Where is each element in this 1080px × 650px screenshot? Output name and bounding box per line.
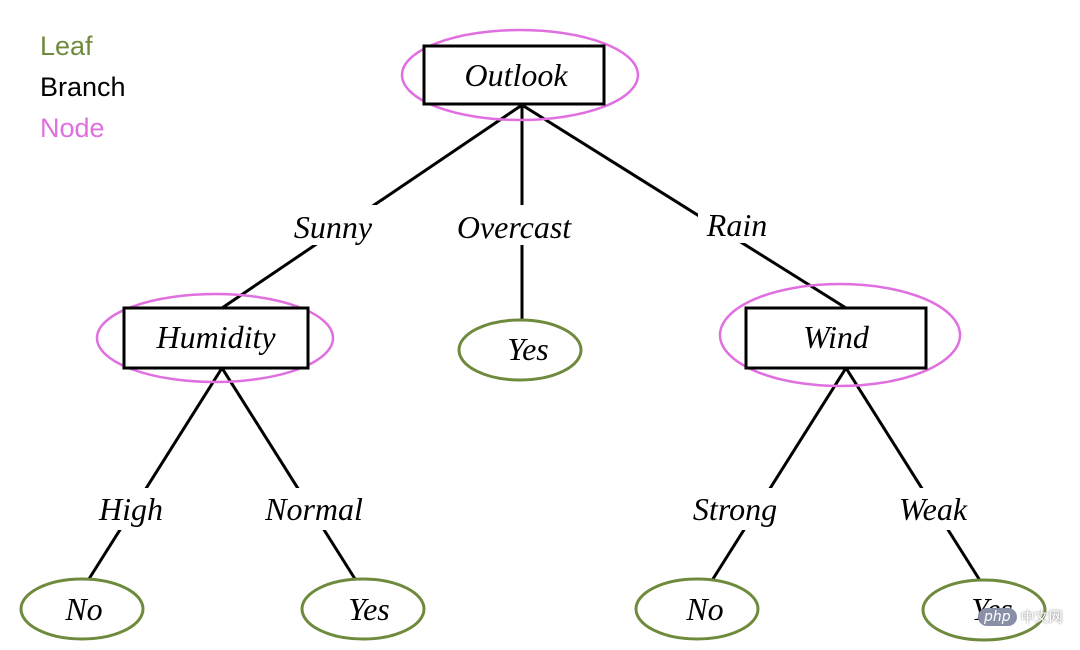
edges: [80, 103, 988, 591]
edge-humidity-high: [80, 367, 224, 591]
leaf-label-strong-no: No: [685, 591, 723, 627]
node-ring-wind: [718, 282, 962, 388]
edge-wind-strong: [704, 367, 848, 591]
node-label-humidity: Humidity: [155, 319, 276, 355]
node-ring-outlook: [400, 28, 640, 122]
watermark-badge: php: [978, 608, 1017, 626]
leaf-high-no: No: [19, 577, 145, 641]
edge-wind-weak: [844, 367, 988, 591]
node-wind: Wind: [718, 282, 962, 388]
node-humidity: Humidity: [95, 292, 335, 384]
node-outlook: Outlook: [400, 28, 640, 122]
branch-label-overcast: Overcast: [457, 209, 572, 245]
leaf-ring-strong-no: [634, 577, 760, 641]
legend-leaf: Leaf: [40, 31, 93, 61]
watermark-text: 中文网: [1020, 610, 1063, 626]
leaf-overcast-yes: Yes: [457, 318, 583, 382]
node-box-outlook: [422, 44, 606, 106]
watermark: php 中文网: [978, 602, 1076, 632]
legend-node: Node: [40, 113, 105, 143]
legend: Leaf Branch Node: [40, 26, 126, 149]
legend-branch: Branch: [40, 72, 126, 102]
branch-label-strong: Strong: [693, 491, 777, 527]
branch-label-weak: Weak: [899, 491, 968, 527]
branch-label-normal: Normal: [264, 491, 363, 527]
node-ring-humidity: [95, 292, 335, 384]
branch-label-rain: Rain: [706, 207, 767, 243]
branch-labels: Sunny Overcast Rain High Normal Strong W…: [90, 203, 976, 530]
leaf-ring-overcast-yes: [457, 318, 583, 382]
leaf-normal-yes: Yes: [300, 577, 426, 641]
leaf-label-overcast-yes: Yes: [507, 331, 549, 367]
leaf-strong-no: No: [634, 577, 760, 641]
node-label-wind: Wind: [803, 319, 870, 355]
leaf-ring-high-no: [19, 577, 145, 641]
branch-label-sunny: Sunny: [294, 209, 373, 245]
edge-outlook-rain: [521, 103, 847, 310]
edge-humidity-normal: [220, 367, 364, 591]
node-box-wind: [744, 306, 928, 370]
leaf-label-high-no: No: [64, 591, 102, 627]
branch-label-high: High: [98, 491, 163, 527]
leaf-label-normal-yes: Yes: [348, 591, 390, 627]
leaf-ring-normal-yes: [300, 577, 426, 641]
node-box-humidity: [122, 306, 310, 370]
node-label-outlook: Outlook: [464, 57, 568, 93]
